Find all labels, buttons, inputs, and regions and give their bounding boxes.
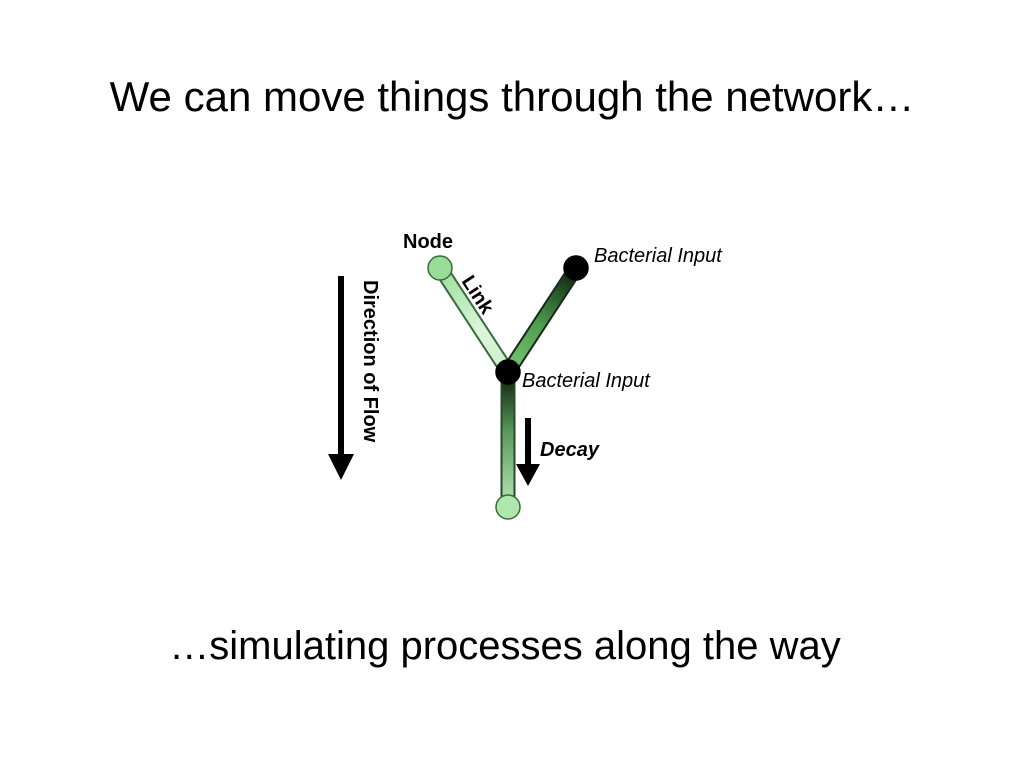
node-downstream xyxy=(495,494,521,520)
bacterial-input-junction-label: Bacterial Input xyxy=(522,370,651,392)
node-upstream-right xyxy=(563,255,589,281)
bacterial-input-top-label: Bacterial Input xyxy=(594,245,723,267)
direction-arrow xyxy=(328,276,354,480)
link-upper-right xyxy=(501,263,583,377)
node-upstream-left xyxy=(427,255,453,281)
slide-title: We can move things through the network… xyxy=(109,73,915,120)
node-label: Node xyxy=(403,231,453,253)
node-junction xyxy=(495,359,521,385)
slide-subtitle: …simulating processes along the way xyxy=(169,624,841,668)
decay-arrow xyxy=(516,418,540,486)
link-upper-left xyxy=(433,263,515,377)
direction-of-flow-label: Direction of Flow xyxy=(359,280,381,443)
decay-label: Decay xyxy=(540,439,600,461)
